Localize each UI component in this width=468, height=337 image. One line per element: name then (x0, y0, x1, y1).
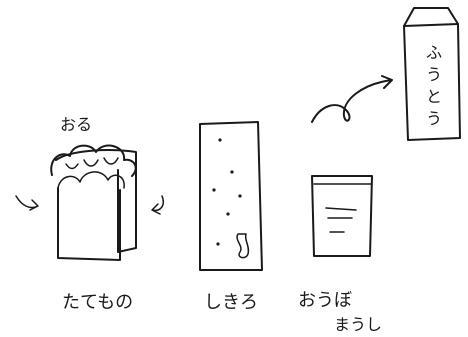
tatemono-label: たてもの (62, 292, 133, 313)
envelope-label-char-3: と (426, 87, 442, 106)
rotate-left-arrow (15, 195, 39, 211)
envelope-label-char-4: う (426, 109, 442, 128)
envelope-drawing: ふ う と う (403, 7, 461, 141)
envelope-label-char-1: ふ (426, 43, 442, 62)
houbou-label: おうぼ (298, 290, 352, 311)
rotate-right-arrow (151, 195, 164, 215)
strip-paper-drawing: しきろ (199, 121, 263, 313)
lined-paper-drawing: おうぼ まうし (298, 175, 382, 334)
shikiro-label: しきろ (204, 292, 258, 313)
folded-paper-drawing: おる たてもの (15, 115, 164, 313)
envelope-label-char-2: う (426, 65, 442, 84)
fold-label: おる (60, 115, 92, 134)
curved-arrow (311, 75, 393, 123)
houbou-sub-label: まうし (334, 315, 382, 334)
